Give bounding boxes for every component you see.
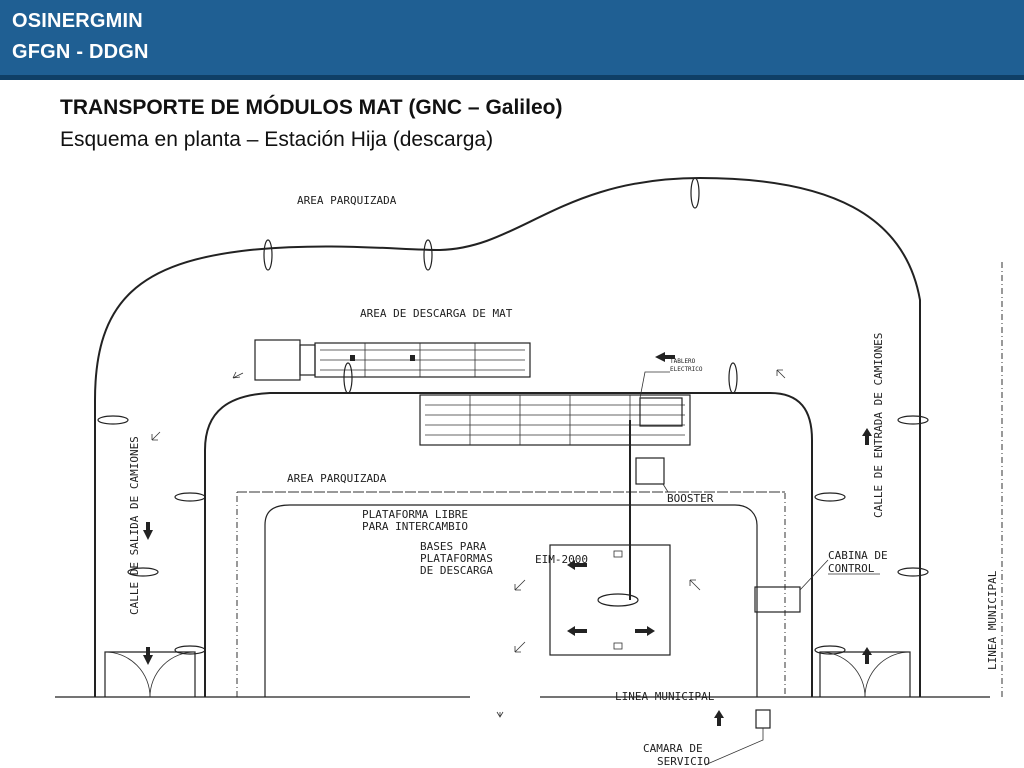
mat-truck-top <box>254 339 531 381</box>
truck-road-loop <box>204 392 813 697</box>
thin-direction-arrows <box>151 369 786 718</box>
eim-label: EIM-2000 <box>535 553 588 566</box>
camara-label-1: CAMARA DE <box>643 742 703 755</box>
header-bar: OSINERGMIN GFGN - DDGN <box>0 0 1024 80</box>
fence-line <box>236 491 786 697</box>
booster-unit <box>635 457 665 485</box>
eim-2000-equipment <box>597 593 639 607</box>
site-outer-boundary <box>94 176 921 697</box>
tablero-label-2: ELECTRICO <box>670 366 703 373</box>
site-plan-diagram: TABLERO ELECTRICO <box>55 176 1003 768</box>
cabina-label-1: CABINA DE <box>828 549 888 562</box>
bases-label-1: BASES PARA <box>420 540 487 553</box>
slide-title: TRANSPORTE DE MÓDULOS MAT (GNC – Galileo… <box>60 96 563 119</box>
inner-island-boundary <box>264 504 758 697</box>
calle-entrada-label: CALLE DE ENTRADA DE CAMIONES <box>872 333 885 518</box>
bases-label-3: DE DESCARGA <box>420 564 493 577</box>
mat-modules-unloaded <box>419 394 691 446</box>
service-chamber <box>755 709 771 729</box>
org-department: GFGN - DDGN <box>12 41 149 63</box>
tablero-label-1: TABLERO <box>670 358 696 365</box>
slide-subtitle: Esquema en planta – Estación Hija (desca… <box>60 128 494 151</box>
camara-label-2: SERVICIO <box>657 755 710 768</box>
control-cabin <box>754 586 801 613</box>
area-descarga-label: AREA DE DESCARGA DE MAT <box>360 307 513 320</box>
cabina-label-2: CONTROL <box>828 562 875 575</box>
linea-municipal-right-label: LINEA MUNICIPAL <box>986 570 999 670</box>
traffic-arrows <box>143 352 872 726</box>
calle-salida-label: CALLE DE SALIDA DE CAMIONES <box>128 436 141 615</box>
org-name: OSINERGMIN <box>12 10 143 32</box>
booster-label: BOOSTER <box>667 492 714 505</box>
plataforma-label-2: PARA INTERCAMBIO <box>362 520 468 533</box>
bases-label-2: PLATAFORMAS <box>420 552 493 565</box>
plataforma-label-1: PLATAFORMA LIBRE <box>362 508 468 521</box>
light-poles <box>97 177 929 655</box>
area-parquizada-top-label: AREA PARQUIZADA <box>297 194 397 207</box>
linea-municipal-bottom-label: LINEA MUNICIPAL <box>615 690 715 703</box>
area-parquizada-mid-label: AREA PARQUIZADA <box>287 472 387 485</box>
unloading-base-area <box>549 544 671 656</box>
electrical-panel <box>639 397 683 427</box>
